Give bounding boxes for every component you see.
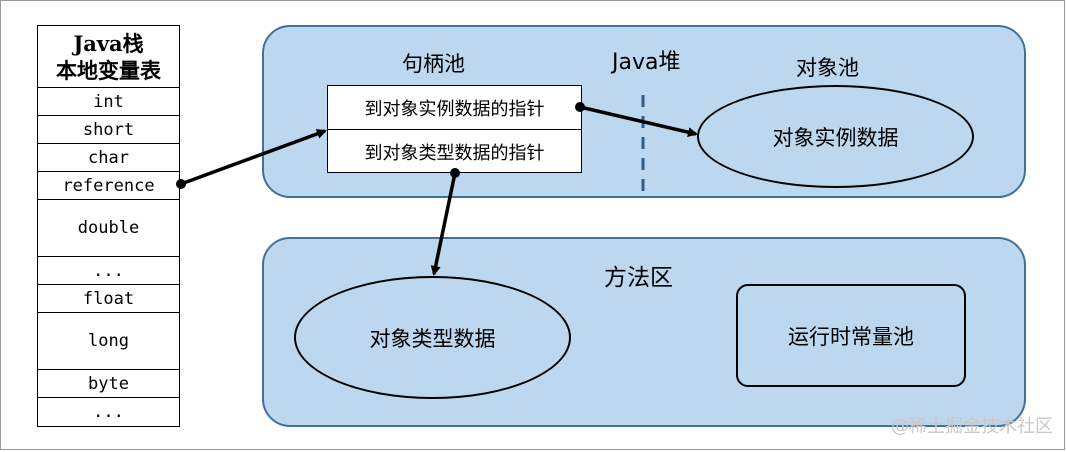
object-type-data-ellipse: 对象类型数据 — [294, 276, 571, 399]
runtime-constant-pool-box: 运行时常量池 — [736, 284, 966, 387]
stack-cell-double: double — [38, 200, 179, 257]
method-area-title: 方法区 — [604, 265, 673, 291]
stack-cell-short: short — [38, 116, 179, 144]
stack-title: Java栈 — [73, 30, 144, 56]
stack-cell-ellipsis: ... — [38, 257, 179, 285]
stack-cell-char: char — [38, 144, 179, 172]
stack-cell-byte: byte — [38, 370, 179, 398]
instance-data-pointer: 到对象实例数据的指针 — [328, 86, 581, 130]
object-instance-data-ellipse: 对象实例数据 — [697, 85, 974, 188]
stack-subtitle: 本地变量表 — [56, 57, 161, 83]
type-data-pointer: 到对象类型数据的指针 — [364, 142, 545, 164]
local-variable-table: Java栈 本地变量表 int short char reference dou… — [37, 25, 180, 427]
handle-pool-label: 句柄池 — [402, 52, 465, 76]
stack-cell-ellipsis-end: ... — [93, 402, 124, 422]
stack-header: Java栈 本地变量表 — [38, 26, 179, 88]
handle-box: 到对象实例数据的指针 到对象类型数据的指针 — [327, 85, 582, 173]
type-pointer-arrow — [430, 172, 457, 276]
stack-cell-reference: reference — [38, 172, 179, 200]
watermark: @稀土掘金技术社区 — [891, 416, 1053, 437]
object-pool-label: 对象池 — [796, 56, 859, 80]
reference-to-handle-arrow — [180, 129, 327, 186]
stack-cell-int: int — [38, 88, 179, 116]
java-heap-title: Java堆 — [612, 50, 681, 75]
stack-cell-float: float — [38, 285, 179, 313]
instance-pointer-arrow — [579, 105, 698, 138]
stack-cell-long: long — [38, 313, 179, 370]
